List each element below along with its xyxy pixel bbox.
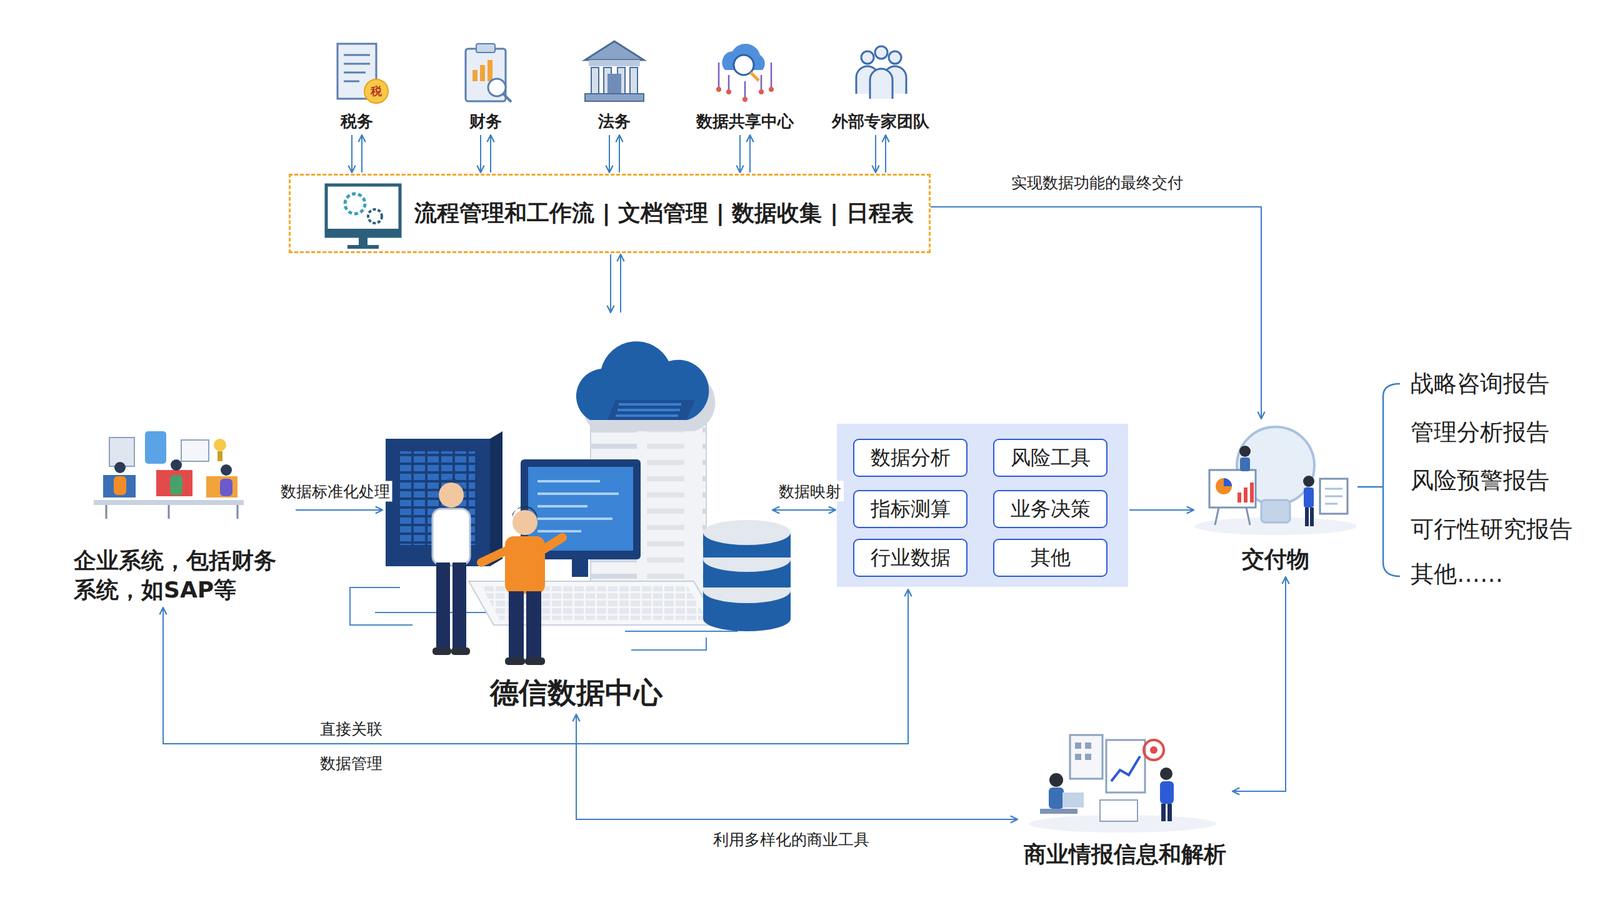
connector: [740, 135, 750, 173]
function-box: 其他: [993, 538, 1108, 577]
connector-line: [739, 135, 741, 173]
connector-line: [1129, 509, 1194, 511]
connector: [480, 135, 491, 173]
node-label: 德信数据中心: [490, 673, 663, 713]
node-label: 财务: [469, 110, 502, 133]
node-label: 法务: [598, 110, 631, 133]
node-label: 业务决策: [1010, 495, 1091, 524]
system-node: 企业系统，包括财务系统，如SAP等: [73, 431, 296, 605]
monitor-icon: [326, 185, 400, 249]
data-share-icon: [716, 43, 774, 102]
function-box: 行业数据: [853, 538, 968, 577]
function-box: 风险工具: [993, 438, 1108, 477]
connector-line: [620, 254, 622, 313]
bi-node: 商业情报信息和解析: [1017, 725, 1233, 870]
node-label: 商业情报信息和解析: [1023, 839, 1227, 870]
report-item: 管理分析报告: [1410, 416, 1550, 449]
connector-line: [576, 714, 1018, 820]
connector: [295, 510, 383, 511]
node-label: 数据分析: [870, 444, 951, 472]
connector-line: [618, 135, 620, 173]
data-center-illustration: [350, 341, 791, 665]
connector-line: [608, 135, 610, 173]
node-label: 数据共享中心: [696, 110, 794, 133]
connector-line: [885, 135, 887, 173]
connector-line: [480, 135, 482, 173]
icon-node: 财务: [410, 37, 561, 133]
node-label: 外部专家团队: [831, 110, 930, 133]
deliverable-illustration: [1194, 426, 1357, 535]
node-label: 其他: [1030, 544, 1071, 572]
connector-line: [930, 206, 1262, 419]
function-box: 数据分析: [853, 438, 968, 477]
connector: [609, 135, 620, 173]
connector: [875, 135, 886, 173]
connector-line: [351, 135, 353, 173]
function-box: 指标测算: [853, 490, 968, 529]
node-label: 交付物: [1241, 544, 1310, 575]
connector-line: [163, 589, 909, 744]
finance-icon: [465, 43, 512, 102]
expert-team-icon: [856, 46, 907, 99]
report-item: 其他……: [1410, 558, 1504, 590]
edge-label: 利用多样化的商业工具: [710, 829, 872, 850]
connector: [351, 135, 362, 173]
law-icon: [585, 41, 644, 102]
connector-line: [361, 135, 363, 173]
edge-label: 实现数据功能的最终交付: [1008, 172, 1186, 194]
node-label: 税务: [340, 110, 374, 133]
connector: [930, 206, 1262, 419]
node-label: 指标测算: [870, 495, 951, 524]
function-box: 业务决策: [993, 490, 1108, 529]
deliverable-node: 交付物: [1193, 418, 1358, 575]
report-item: 战略咨询报告: [1410, 368, 1550, 400]
data-center-node: 德信数据中心: [382, 312, 770, 713]
edge-label: 数据标准化处理: [278, 481, 393, 502]
connector: [772, 510, 836, 511]
connector-line: [772, 509, 836, 511]
node-label: 行业数据: [870, 544, 951, 572]
person-figure: [432, 478, 470, 655]
connector-line: [1232, 576, 1286, 792]
edge-note: 数据管理: [320, 753, 383, 774]
icon-node: 外部专家团队: [805, 37, 956, 133]
report-item: 可行性研究报告: [1410, 513, 1573, 545]
connector-line: [610, 254, 612, 313]
connector-line: [875, 135, 877, 173]
connector: [1232, 576, 1286, 792]
icon-node: 法务: [539, 37, 690, 133]
connector-line: [490, 135, 492, 173]
bi-illustration: [1028, 735, 1217, 833]
node-label: 流程管理和工作流 | 文档管理 | 数据收集 | 日程表: [414, 198, 914, 229]
icon-node: 税务: [281, 37, 432, 133]
badge-text: 税: [370, 83, 382, 99]
connector: [163, 589, 909, 744]
report-item: 风险预警报告: [1410, 465, 1550, 497]
function-panel: 数据分析 风险工具指标测算 业务决策行业数据 其他: [836, 423, 1129, 587]
node-label: 风险工具: [1010, 444, 1091, 472]
connector-line: [295, 509, 383, 511]
edge-label: 数据映射: [776, 481, 844, 502]
node-label: 企业系统，包括财务系统，如SAP等: [73, 546, 296, 605]
connector: [1129, 510, 1194, 511]
icon-node: 数据共享中心: [670, 37, 820, 133]
edge-label: 直接关联: [317, 718, 385, 740]
tax-icon: [337, 43, 389, 104]
person-figure: [481, 506, 563, 665]
connector-line: [749, 135, 751, 173]
connector: [576, 714, 1018, 820]
connector: [610, 254, 621, 313]
office-illustration: [93, 431, 244, 519]
bracket: [1357, 383, 1400, 577]
process-box: 流程管理和工作流 | 文档管理 | 数据收集 | 日程表: [288, 173, 931, 254]
